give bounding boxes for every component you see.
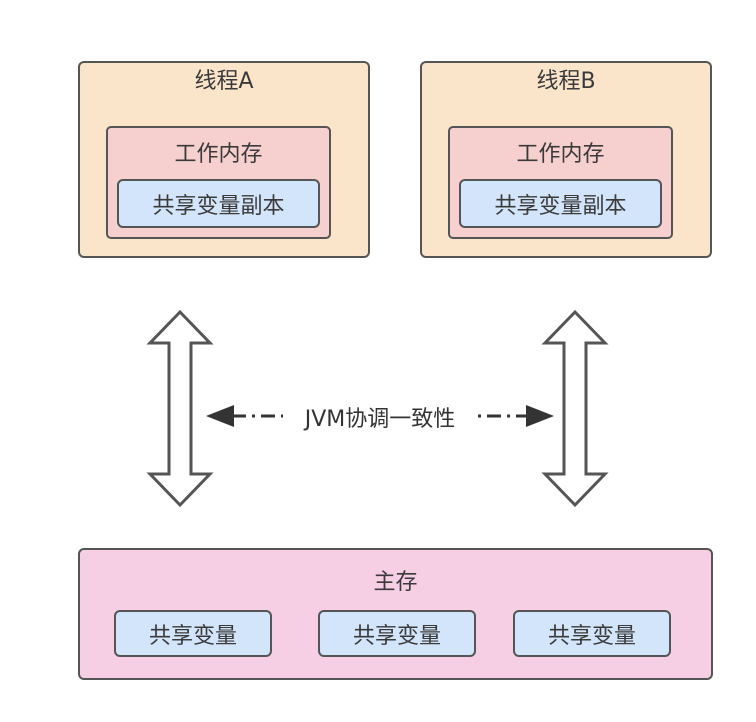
main-memory-box: 主存 共享变量 共享变量 共享变量 <box>78 548 713 680</box>
left-sync-arrow <box>146 309 214 508</box>
shared-variable-1-box: 共享变量 <box>114 610 272 657</box>
thread-a-work-memory-box: 工作内存 共享变量副本 <box>106 126 331 239</box>
shared-variable-1-label: 共享变量 <box>148 623 237 649</box>
thread-a-title: 线程A <box>194 69 254 94</box>
shared-variable-2-box: 共享变量 <box>318 610 476 657</box>
thread-b-work-memory-box: 工作内存 共享变量副本 <box>448 126 673 239</box>
thread-b-work-memory-label: 工作内存 <box>516 142 605 167</box>
thread-a-box: 线程A 工作内存 共享变量副本 <box>78 61 370 258</box>
shared-variable-3-box: 共享变量 <box>513 610 671 657</box>
thread-a-shared-copy-label: 共享变量副本 <box>152 193 285 219</box>
thread-b-shared-copy-label: 共享变量副本 <box>494 193 627 219</box>
main-memory-title: 主存 <box>373 570 418 595</box>
shared-variable-3-label: 共享变量 <box>547 623 636 649</box>
right-sync-arrow <box>541 309 609 508</box>
thread-a-work-memory-label: 工作内存 <box>174 142 263 167</box>
jvm-arrowhead-right <box>526 405 554 427</box>
thread-a-shared-copy-box: 共享变量副本 <box>117 179 320 228</box>
shared-variable-2-label: 共享变量 <box>352 623 441 649</box>
thread-b-shared-copy-box: 共享变量副本 <box>459 179 662 228</box>
thread-b-title: 线程B <box>536 69 596 94</box>
jvm-arrowhead-left <box>206 405 234 427</box>
thread-b-box: 线程B 工作内存 共享变量副本 <box>420 61 712 258</box>
jvm-consistency-label: JVM协调一致性 <box>304 407 456 432</box>
